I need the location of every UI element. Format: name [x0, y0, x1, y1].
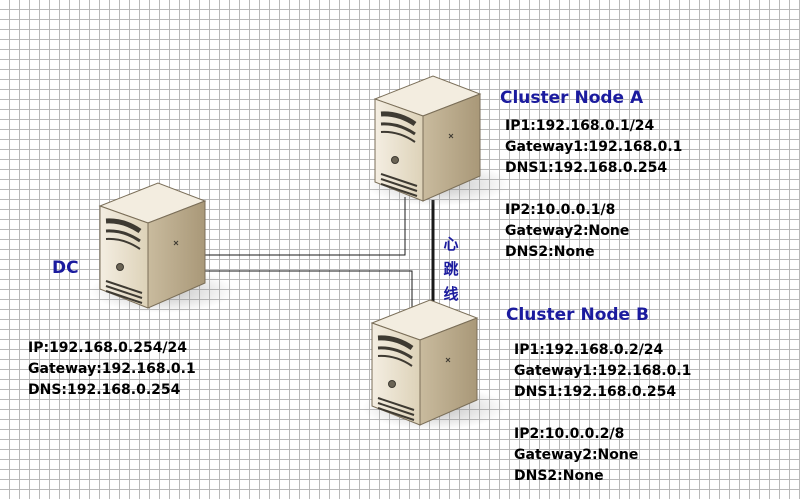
node-b-info-line: IP1:192.168.0.2/24 — [514, 342, 664, 358]
node-b-info: IP1:192.168.0.2/24 Gateway1:192.168.0.1 … — [514, 340, 691, 487]
node-b-info-line: Gateway2:None — [514, 447, 639, 463]
node-a-info-line: IP1:192.168.0.1/24 — [505, 118, 655, 134]
node-b-info-line: DNS2:None — [514, 468, 604, 484]
heartbeat-char: 线 — [443, 285, 459, 303]
dc-title: DC — [52, 258, 79, 278]
node-a-info-line: Gateway2:None — [505, 223, 630, 239]
node-a-info-line: IP2:10.0.0.1/8 — [505, 202, 616, 218]
node-a-info-line — [505, 179, 682, 200]
node-a-info-line: DNS1:192.168.0.254 — [505, 160, 668, 176]
node-b-info-line: Gateway1:192.168.0.1 — [514, 363, 692, 379]
server-icon-node-b — [362, 300, 506, 430]
node-a-title: Cluster Node A — [500, 88, 644, 108]
dc-to-node-b-line — [205, 270, 413, 309]
heartbeat-label: 心 跳 线 — [440, 232, 462, 307]
dc-info: IP:192.168.0.254/24 Gateway:192.168.0.1 … — [28, 338, 196, 401]
node-b-info-line: DNS1:192.168.0.254 — [514, 384, 677, 400]
heartbeat-char: 心 — [443, 235, 459, 253]
server-icon-node-a — [365, 76, 509, 206]
node-b-title: Cluster Node B — [506, 305, 649, 325]
node-a-info-line: Gateway1:192.168.0.1 — [505, 139, 683, 155]
dc-to-node-a-line — [205, 197, 406, 256]
dc-info-line: Gateway:192.168.0.1 — [28, 361, 196, 377]
server-icon-dc — [90, 183, 234, 313]
node-b-info-line: IP2:10.0.0.2/8 — [514, 426, 625, 442]
node-a-info-line: DNS2:None — [505, 244, 595, 260]
dc-info-line: IP:192.168.0.254/24 — [28, 340, 188, 356]
dc-info-line: DNS:192.168.0.254 — [28, 382, 181, 398]
node-b-info-line — [514, 403, 691, 424]
heartbeat-char: 跳 — [443, 260, 459, 278]
node-a-info: IP1:192.168.0.1/24 Gateway1:192.168.0.1 … — [505, 116, 682, 263]
